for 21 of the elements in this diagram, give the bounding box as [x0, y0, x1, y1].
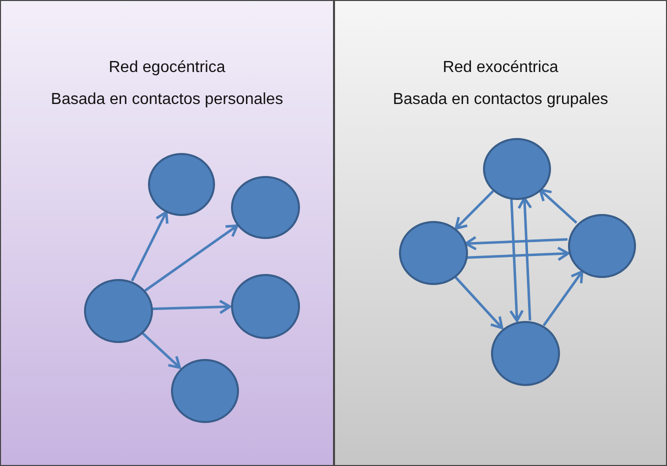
- arrow: [141, 332, 181, 369]
- panel-subtitle: Basada en contactos personales: [50, 91, 284, 109]
- arrow: [144, 224, 238, 292]
- arrow: [152, 300, 232, 314]
- arrow: [464, 236, 568, 250]
- node-circle: [568, 214, 636, 278]
- panel-subtitle: Basada en contactos grupales: [392, 91, 610, 109]
- panel-background: [0, 0, 334, 466]
- arrow: [466, 246, 570, 262]
- arrow: [454, 276, 504, 330]
- arrow: [518, 196, 532, 320]
- arrow: [454, 190, 494, 230]
- arrow: [538, 188, 578, 224]
- arrow: [509, 198, 524, 322]
- node-circle: [399, 221, 468, 285]
- arrow: [542, 270, 584, 326]
- panel-title: Red exocéntrica: [442, 59, 560, 77]
- panel-background: [334, 0, 667, 466]
- node-circle: [483, 138, 551, 200]
- panel-title: Red egocéntrica: [108, 59, 226, 77]
- arrow: [130, 210, 168, 282]
